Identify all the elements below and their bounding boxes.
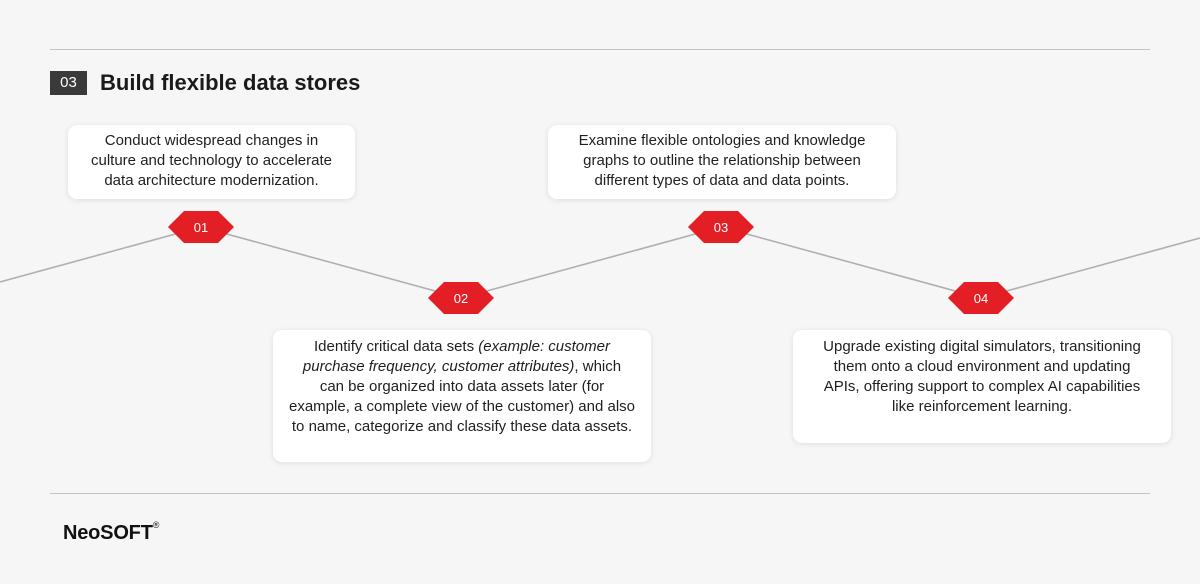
step-03-text: Examine flexible ontologies and knowledg…: [578, 132, 866, 189]
step-04-card: Upgrade existing digital simulators, tra…: [793, 330, 1171, 443]
marker-label: 03: [714, 220, 728, 235]
step-02-text-after: , which can be organized into data asset…: [289, 358, 636, 435]
marker-diamond: [688, 211, 754, 243]
step-04-text: Upgrade existing digital simulators, tra…: [823, 338, 1141, 415]
top-divider: [50, 49, 1150, 50]
timeline-path: [0, 226, 1200, 299]
logo-text: NeoSOFT: [63, 522, 153, 544]
section-number-badge: 03: [50, 71, 87, 95]
step-02-card: Identify critical data sets (example: cu…: [273, 330, 651, 462]
marker-diamond: [168, 211, 234, 243]
step-marker-03: 03: [688, 211, 754, 243]
step-03-card: Examine flexible ontologies and knowledg…: [548, 125, 896, 199]
marker-diamond: [948, 282, 1014, 314]
bottom-divider: [50, 493, 1150, 494]
step-marker-02: 02: [428, 282, 494, 314]
step-02-text-italic: (example: customer purchase frequency, c…: [302, 338, 610, 375]
marker-diamond: [428, 282, 494, 314]
neosoft-logo: NeoSOFT®: [63, 520, 160, 545]
marker-label: 04: [974, 291, 988, 306]
step-marker-04: 04: [948, 282, 1014, 314]
registered-mark: ®: [152, 520, 160, 530]
marker-label: 02: [454, 291, 468, 306]
step-01-text: Conduct widespread changes in culture an…: [91, 132, 332, 189]
section-title: Build flexible data stores: [100, 70, 361, 95]
step-02-text-before: Identify critical data sets: [314, 338, 479, 355]
step-01-card: Conduct widespread changes in culture an…: [68, 125, 355, 199]
marker-label: 01: [194, 220, 208, 235]
step-marker-01: 01: [168, 211, 234, 243]
